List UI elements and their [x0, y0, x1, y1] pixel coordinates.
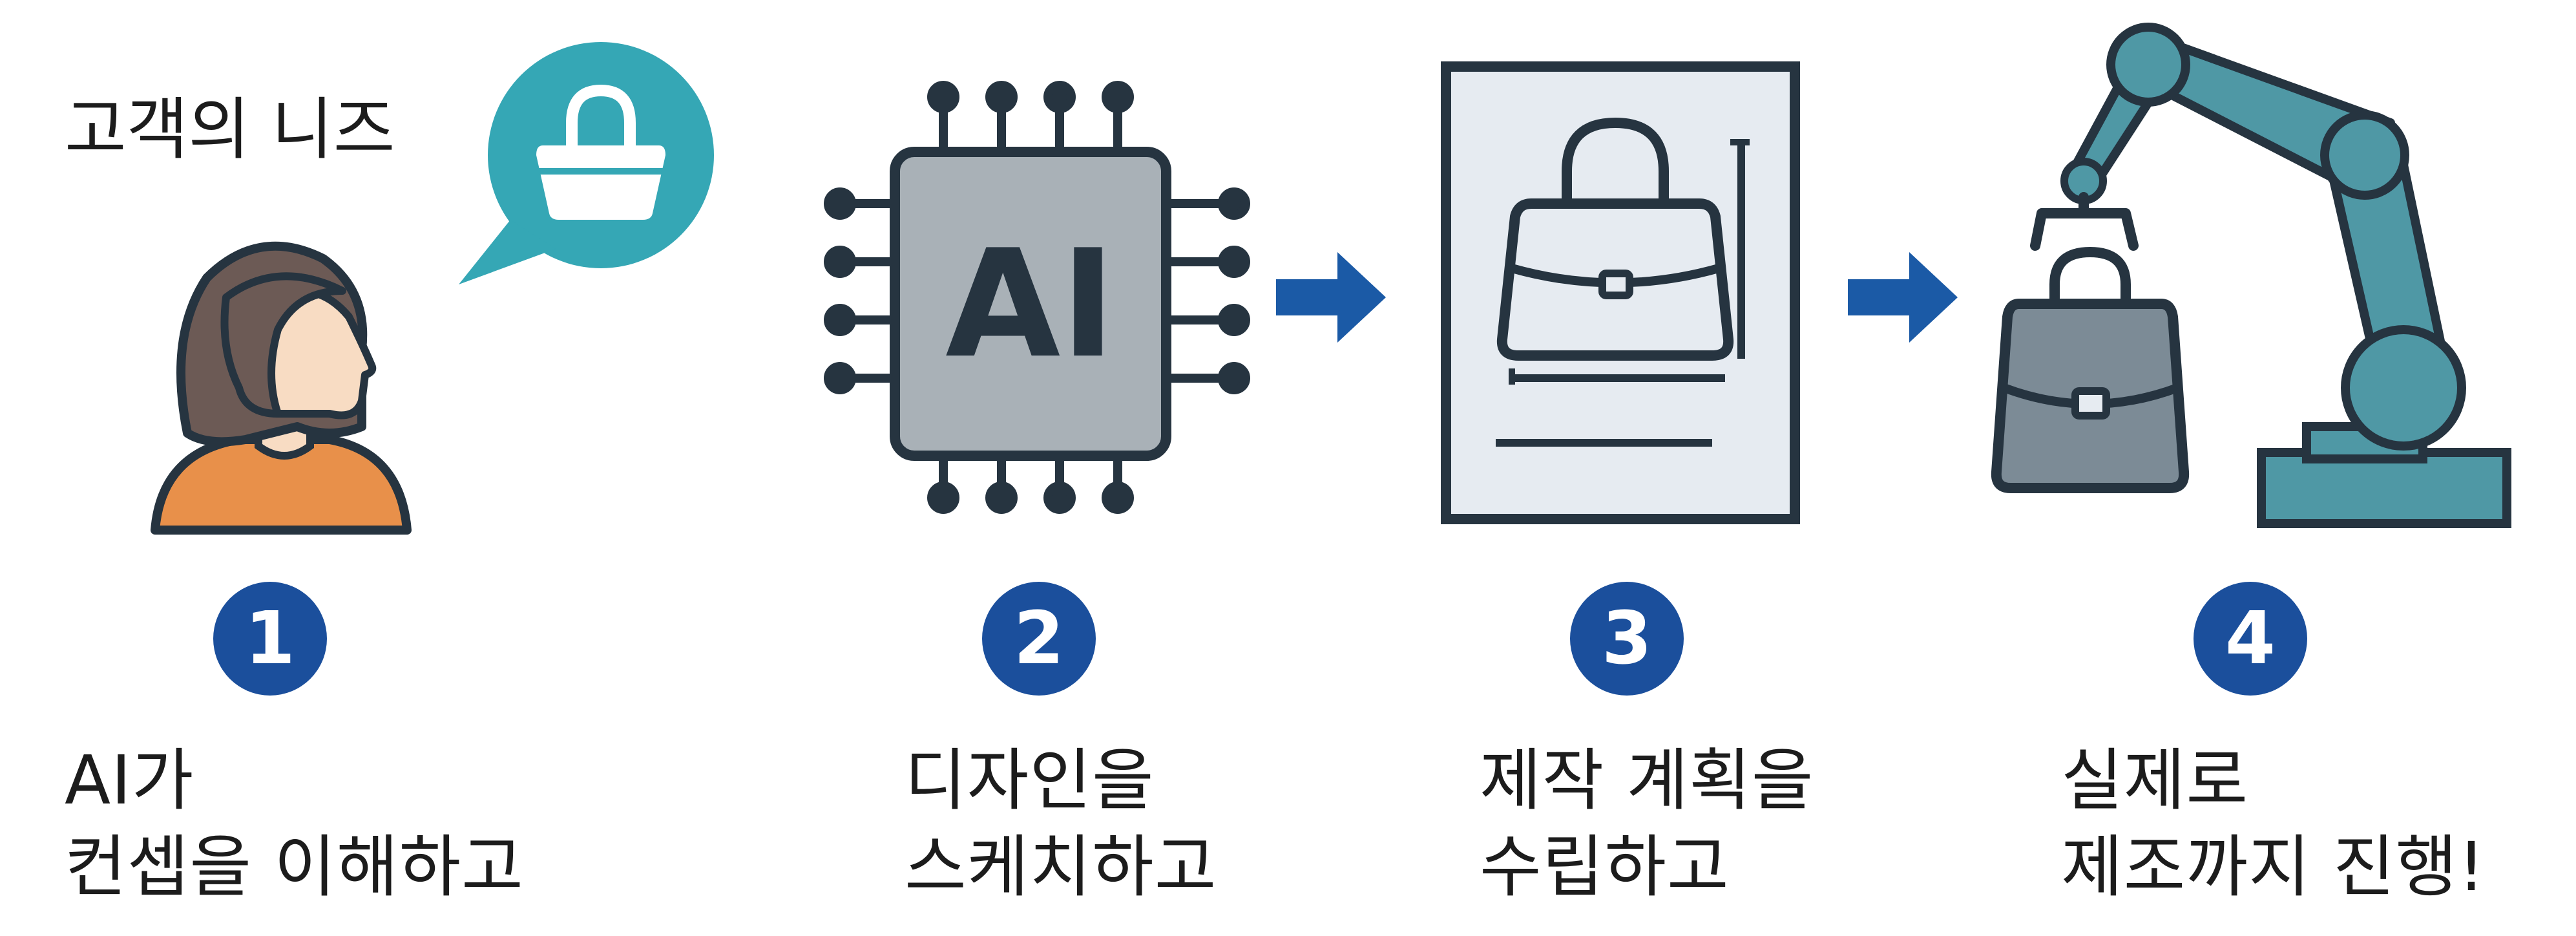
step-4-caption: 실제로 제조까지 진행!	[2061, 737, 2486, 910]
step-3-line2: 수립하고	[1480, 827, 1730, 906]
ai-chip-icon: AI	[824, 81, 1250, 514]
step-1-caption: AI가 컨셉을 이해하고	[65, 737, 524, 910]
step-4-line2: 제조까지 진행!	[2061, 827, 2486, 906]
step-2-line2: 스케치하고	[905, 827, 1217, 906]
step-4-line1: 실제로	[2061, 741, 2249, 820]
step-2-line1: 디자인을	[905, 741, 1155, 820]
step-2-badge: 2	[982, 582, 1096, 696]
ai-chip-label: AI	[945, 218, 1116, 391]
step-1-line2: 컨셉을 이해하고	[65, 827, 524, 906]
customer-need-label: 고객의 니즈	[65, 90, 395, 169]
step-1-line1: AI가	[65, 741, 194, 820]
design-sheet-icon	[1441, 61, 1800, 524]
step-3-badge: 3	[1570, 582, 1684, 696]
robot-arm-icon	[1991, 23, 2511, 528]
arrow-right-icon	[1276, 252, 1386, 343]
arrow-right-icon	[1848, 252, 1958, 343]
step-1-badge: 1	[213, 582, 327, 696]
step-3-line1: 제작 계획을	[1480, 741, 1814, 820]
customer-person-icon	[151, 241, 412, 535]
step-3-caption: 제작 계획을 수립하고	[1480, 737, 1814, 910]
speech-bubble-icon	[459, 42, 714, 284]
step-4-badge: 4	[2194, 582, 2307, 696]
step-2-caption: 디자인을 스케치하고	[905, 737, 1217, 910]
